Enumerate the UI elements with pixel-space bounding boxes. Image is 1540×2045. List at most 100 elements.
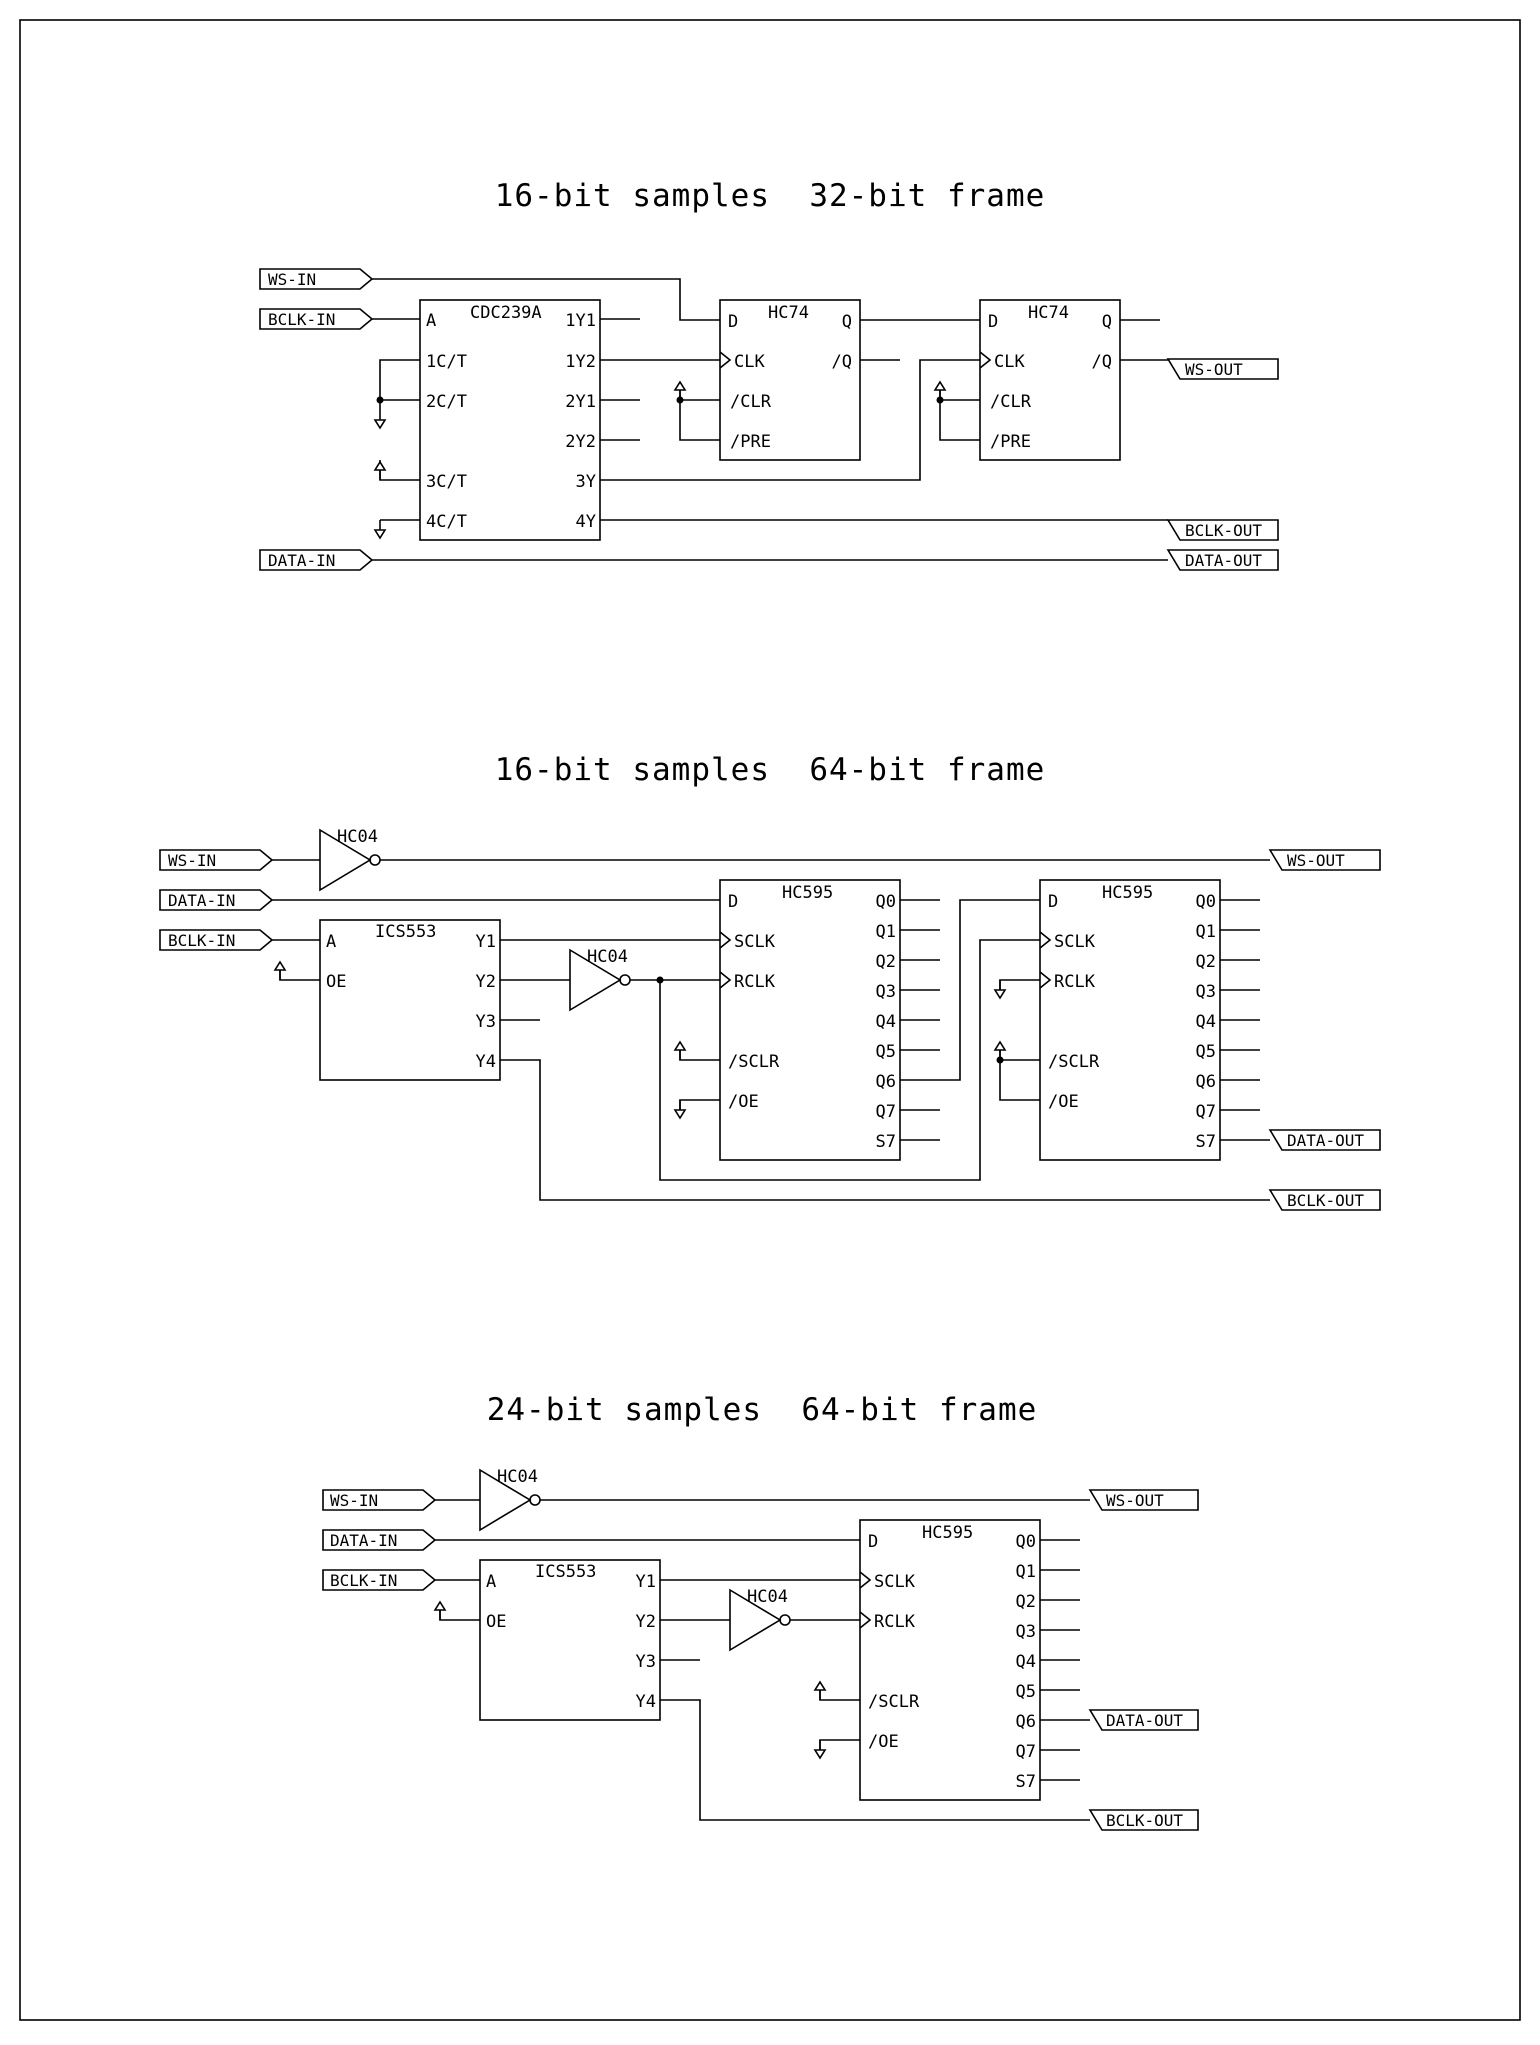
cdc239a-chip	[419, 299, 601, 541]
section2-wiring	[159, 828, 1381, 1211]
hc74-1-pin-clk: CLK	[734, 352, 765, 372]
section3-title: 24-bit samples 64-bit frame	[487, 1392, 1038, 1428]
hc595-pin-q6: Q6	[1016, 1712, 1036, 1732]
port-data-in	[159, 889, 274, 911]
hc595-1-pin-q5: Q5	[876, 1042, 896, 1062]
hc595-1-pin-sclk: SCLK	[734, 932, 776, 952]
hc74-1-pin-clr: /CLR	[730, 392, 772, 412]
hc74-2-pin-clk: CLK	[994, 352, 1025, 372]
hc595-2-pin-q2: Q2	[1196, 952, 1216, 972]
section1-labels: 16-bit samples 32-bit frame WS-IN BCLK-I…	[268, 178, 1262, 570]
section3-wiring	[322, 1468, 1199, 1831]
hc74-2-pin-q: Q	[1102, 312, 1112, 332]
sheet-border	[19, 19, 1521, 2021]
hc595-1-pin-oe: /OE	[728, 1092, 759, 1112]
cdc239a-pin-4ct: 4C/T	[426, 512, 467, 532]
hc595-2-pin-sclr: /SCLR	[1048, 1052, 1100, 1072]
hc74-2-pin-d: D	[988, 312, 998, 332]
port-bclk-out-label: BCLK-OUT	[1185, 521, 1262, 540]
hc595-1-pin-q3: Q3	[876, 982, 896, 1002]
hc04-2-name: HC04	[747, 1587, 788, 1607]
cdc239a-pin-4y: 4Y	[576, 512, 596, 532]
hc595-pin-q5: Q5	[1016, 1682, 1036, 1702]
hc595-1-pin-q2: Q2	[876, 952, 896, 972]
cdc239a-pin-a: A	[426, 311, 436, 331]
hc74-1-name: HC74	[768, 303, 809, 323]
hc74-1-pin-qn: /Q	[832, 352, 852, 372]
ics553-pin-y1: Y1	[476, 932, 496, 952]
ics553-name: ICS553	[375, 922, 436, 942]
port-bclk-out	[1088, 1809, 1199, 1831]
hc595-2-pin-oe: /OE	[1048, 1092, 1079, 1112]
hc74-chip-1	[719, 299, 861, 461]
port-ws-in	[322, 1489, 437, 1511]
port-data-out	[1088, 1709, 1199, 1731]
port-data-out	[1166, 549, 1279, 571]
section2-title: 16-bit samples 64-bit frame	[495, 752, 1046, 788]
hc595-1-pin-d: D	[728, 892, 738, 912]
hc595-2-pin-q0: Q0	[1196, 892, 1216, 912]
section3-labels: 24-bit samples 64-bit frame WS-IN DATA-I…	[330, 1392, 1183, 1830]
hc595-pin-sclr: /SCLR	[868, 1692, 920, 1712]
hc595-2-pin-sclk: SCLK	[1054, 932, 1096, 952]
hc595-chip-1	[719, 879, 901, 1161]
port-data-out-label: DATA-OUT	[1106, 1711, 1183, 1730]
hc04-1-name: HC04	[337, 827, 378, 847]
hc595-2-pin-q4: Q4	[1196, 1012, 1216, 1032]
ics553-pin-y3: Y3	[636, 1652, 656, 1672]
hc595-name: HC595	[922, 1523, 973, 1543]
section1-title: 16-bit samples 32-bit frame	[495, 178, 1046, 214]
ics553-pin-a: A	[326, 932, 336, 952]
port-ws-out-label: WS-OUT	[1106, 1491, 1164, 1510]
hc595-2-pin-d: D	[1048, 892, 1058, 912]
section2-labels: 16-bit samples 64-bit frame WS-IN DATA-I…	[168, 752, 1364, 1210]
cdc239a-pin-1y1: 1Y1	[565, 311, 596, 331]
ics553-chip	[319, 919, 501, 1081]
port-bclk-in	[322, 1569, 437, 1591]
hc595-pin-q2: Q2	[1016, 1592, 1036, 1612]
port-bclk-in	[159, 929, 274, 951]
hc595-chip	[859, 1519, 1041, 1801]
ics553-pin-y3: Y3	[476, 1012, 496, 1032]
port-bclk-in-label: BCLK-IN	[168, 931, 235, 950]
ics553-pin-y2: Y2	[636, 1612, 656, 1632]
junction-dots	[376, 396, 1004, 1064]
hc74-1-pin-d: D	[728, 312, 738, 332]
port-ws-in-label: WS-IN	[268, 270, 316, 289]
port-data-out-label: DATA-OUT	[1185, 551, 1262, 570]
section1-wiring	[259, 268, 1279, 571]
port-ws-out	[1268, 849, 1381, 871]
port-ws-out	[1166, 358, 1279, 380]
cdc239a-pin-1y2: 1Y2	[565, 352, 596, 372]
ics553-name: ICS553	[535, 1562, 596, 1582]
hc595-1-name: HC595	[782, 883, 833, 903]
port-ws-in-label: WS-IN	[330, 1491, 378, 1510]
port-data-out	[1268, 1129, 1381, 1151]
power-symbols	[274, 381, 1006, 1759]
port-data-out-label: DATA-OUT	[1287, 1131, 1364, 1150]
hc595-pin-oe: /OE	[868, 1732, 899, 1752]
port-ws-out	[1088, 1489, 1199, 1511]
ics553-pin-oe: OE	[326, 972, 346, 992]
hc595-2-pin-rclk: RCLK	[1054, 972, 1096, 992]
hc595-2-pin-q5: Q5	[1196, 1042, 1216, 1062]
ics553-pin-a: A	[486, 1572, 496, 1592]
cdc239a-pin-3ct: 3C/T	[426, 472, 467, 492]
hc595-1-pin-q1: Q1	[876, 922, 896, 942]
hc595-2-pin-q3: Q3	[1196, 982, 1216, 1002]
port-ws-in-label: WS-IN	[168, 851, 216, 870]
port-ws-out-label: WS-OUT	[1287, 851, 1345, 870]
cdc239a-pin-2ct: 2C/T	[426, 392, 467, 412]
hc04-2-name: HC04	[587, 947, 628, 967]
hc595-pin-s7: S7	[1016, 1772, 1036, 1792]
hc595-1-pin-s7: S7	[876, 1132, 896, 1152]
hc595-pin-d: D	[868, 1532, 878, 1552]
ics553-pin-y1: Y1	[636, 1572, 656, 1592]
hc595-1-pin-q7: Q7	[876, 1102, 896, 1122]
cdc239a-pin-1ct: 1C/T	[426, 352, 467, 372]
hc595-2-pin-s7: S7	[1196, 1132, 1216, 1152]
hc595-chip-2	[1039, 879, 1221, 1161]
hc595-2-name: HC595	[1102, 883, 1153, 903]
ics553-pin-y4: Y4	[636, 1692, 656, 1712]
port-bclk-in-label: BCLK-IN	[330, 1571, 397, 1590]
